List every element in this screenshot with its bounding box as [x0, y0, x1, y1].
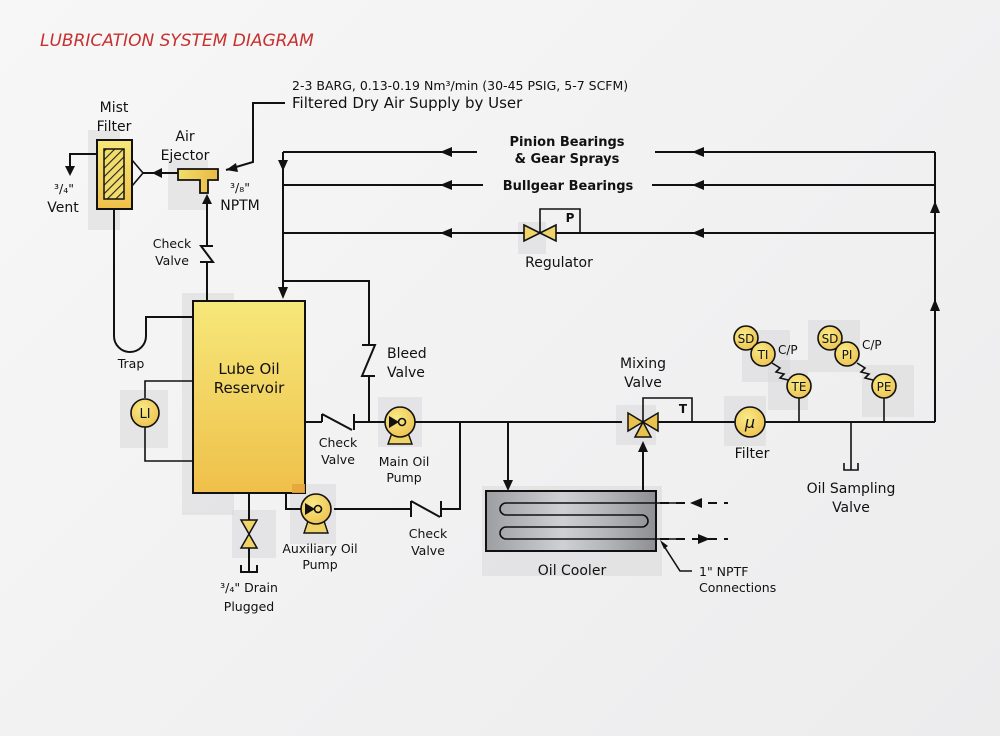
sd-switch-pressure[interactable]: [817, 325, 843, 351]
check-valve-reservoir-label-2: Valve: [321, 452, 355, 467]
pinion-bearings-line: Pinion Bearings & Gear Sprays: [283, 135, 935, 167]
regulator-label: Regulator: [525, 255, 593, 271]
diagram-title: LUBRICATION SYSTEM DIAGRAM: [40, 31, 314, 51]
pressure-cp-tag: C/P: [862, 338, 882, 352]
pressure-instruments: SD PI C/P PE: [817, 325, 897, 422]
air-supply-label: Filtered Dry Air Supply by User: [292, 94, 523, 112]
vent: ³/₄" Vent: [47, 153, 97, 216]
aux-pump-line: [285, 422, 461, 510]
mixing-valve-label-2: Valve: [624, 375, 662, 391]
sd-pressure-tag: SD: [822, 332, 839, 346]
nptm-size: ³/₈": [230, 180, 250, 195]
bleed-valve-label-1: Bleed: [387, 346, 427, 362]
air-supply-line: [225, 102, 285, 172]
lube-oil-reservoir[interactable]: Lube Oil Reservoir: [192, 300, 306, 494]
check-valve-reservoir-label-1: Check: [319, 435, 358, 450]
temp-cp-tag: C/P: [778, 343, 798, 357]
ti-tag: TI: [757, 348, 769, 362]
air-ejector[interactable]: Air Ejector ³/₈" NPTM: [161, 129, 260, 214]
pinion-label-1: Pinion Bearings: [509, 135, 624, 150]
return-header: [278, 152, 288, 299]
mixing-valve-label-1: Mixing: [620, 356, 666, 372]
filter-symbol: μ: [744, 413, 755, 432]
filter-label: Filter: [735, 446, 770, 462]
te-tag: TE: [791, 380, 807, 394]
drain-label-2: Plugged: [224, 599, 274, 614]
air-supply-spec: 2-3 BARG, 0.13-0.19 Nm³/min (30-45 PSIG,…: [292, 78, 628, 93]
vent-size: ³/₄": [54, 181, 74, 196]
drain-label-1: ³/₄" Drain: [220, 580, 278, 595]
regulator[interactable]: P Regulator: [523, 208, 593, 271]
oil-sampling-valve[interactable]: Oil Sampling Valve: [807, 422, 896, 516]
oil-cooler[interactable]: Oil Cooler: [485, 490, 680, 579]
temperature-instruments: SD TI C/P TE: [733, 325, 812, 422]
level-indicator-tag: LI: [139, 407, 150, 422]
check-valve-air-label-2: Valve: [155, 253, 189, 268]
level-indicator[interactable]: LI: [130, 380, 193, 462]
air-ejector-label-2: Ejector: [161, 148, 210, 164]
cooling-water-connections: 1" NPTF Connections: [660, 498, 776, 595]
ti-gauge[interactable]: [750, 341, 776, 367]
cooler-inlet-line: [503, 422, 513, 491]
pi-tag: PI: [842, 348, 853, 362]
cooler-outlet-line: [638, 441, 648, 491]
sd-temp-tag: SD: [738, 332, 755, 346]
pe-element[interactable]: [871, 373, 897, 399]
reservoir-label-1: Lube Oil: [218, 360, 279, 378]
regulator-line: [283, 228, 935, 238]
sd-switch-temp[interactable]: [733, 325, 759, 351]
mixing-valve[interactable]: T Mixing Valve: [620, 356, 693, 438]
ejector-suction-line: [199, 194, 215, 300]
mist-filter-label-1: Mist: [100, 100, 129, 116]
main-oil-pump[interactable]: Main Oil Pump: [379, 406, 430, 485]
bullgear-label: Bullgear Bearings: [503, 179, 634, 194]
oil-sampling-label-2: Valve: [832, 500, 870, 516]
nptf-label-2: Connections: [699, 580, 776, 595]
bleed-valve[interactable]: Bleed Valve: [283, 280, 427, 422]
main-pump-label-1: Main Oil: [379, 454, 430, 469]
auxiliary-oil-pump[interactable]: Auxiliary Oil Pump: [282, 493, 358, 572]
oil-filter[interactable]: μ Filter: [734, 406, 770, 462]
nptf-label-1: 1" NPTF: [699, 564, 748, 579]
check-valve-air[interactable]: Check Valve: [153, 236, 192, 268]
pinion-label-2: & Gear Sprays: [515, 152, 620, 167]
bullgear-bearings-line: Bullgear Bearings: [283, 179, 935, 194]
pe-tag: PE: [877, 380, 892, 394]
oil-cooler-label: Oil Cooler: [538, 563, 607, 579]
check-valve-aux-label-2: Valve: [411, 543, 445, 558]
nptm-label: NPTM: [220, 198, 260, 214]
check-valve-reservoir[interactable]: Check Valve: [319, 413, 358, 467]
ejector-to-filter-line: [143, 168, 178, 178]
check-valve-air-label-1: Check: [153, 236, 192, 251]
regulator-actuator: P: [566, 211, 575, 225]
aux-pump-label-1: Auxiliary Oil: [282, 541, 357, 556]
supply-riser: [930, 152, 940, 422]
pi-gauge[interactable]: [834, 341, 860, 367]
trap: Trap: [113, 209, 193, 371]
reservoir-label-2: Reservoir: [214, 379, 285, 397]
main-pump-label-2: Pump: [386, 470, 421, 485]
mist-filter-label-2: Filter: [97, 119, 132, 135]
check-valve-aux-label-1: Check: [409, 526, 448, 541]
te-element[interactable]: [786, 373, 812, 399]
bleed-valve-label-2: Valve: [387, 365, 425, 381]
aux-pump-label-2: Pump: [302, 557, 337, 572]
air-ejector-label-1: Air: [175, 129, 194, 145]
mist-filter[interactable]: Mist Filter: [96, 100, 145, 210]
check-valve-aux[interactable]: Check Valve: [409, 500, 448, 558]
vent-label: Vent: [47, 200, 79, 216]
mixing-valve-actuator: T: [679, 402, 688, 416]
drain-valve[interactable]: ³/₄" Drain Plugged: [220, 493, 278, 614]
trap-label: Trap: [117, 356, 145, 371]
oil-sampling-label-1: Oil Sampling: [807, 481, 896, 497]
